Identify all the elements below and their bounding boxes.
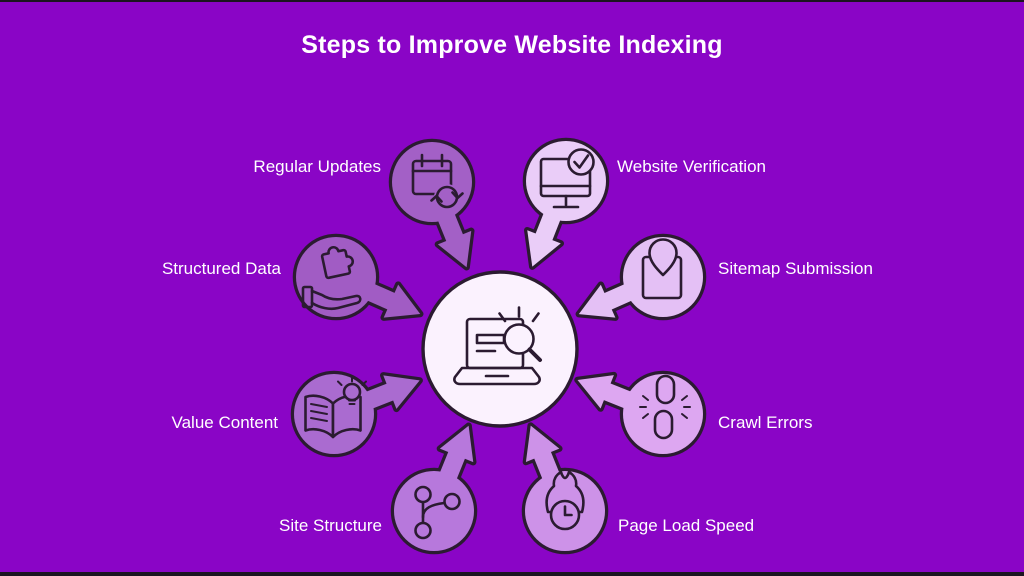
center-hub [421,270,579,428]
box-location-pin-icon [641,238,683,300]
branch-nodes-icon [414,485,461,540]
node-label-sitemap-submission: Sitemap Submission [718,259,873,278]
node-sitemap-submission [575,233,707,321]
node-page-load-speed [521,422,609,555]
node-label-crawl-errors: Crawl Errors [718,413,813,432]
broken-link-icon [639,374,691,440]
node-label-regular-updates: Regular Updates [253,157,381,176]
laptop-search-icon [453,306,542,386]
node-label-site-structure: Site Structure [279,516,382,535]
node-structured-data [292,233,424,321]
node-label-structured-data: Structured Data [161,259,281,278]
node-crawl-errors [574,370,707,458]
page-title: Steps to Improve Website Indexing [301,31,723,59]
monitor-check-icon [539,148,595,209]
node-label-page-load-speed: Page Load Speed [618,516,755,535]
open-book-bulb-icon [304,375,367,439]
hand-puzzle-icon [301,245,362,311]
calendar-refresh-icon [411,153,464,210]
top-edge-bar [0,0,1024,2]
flame-clock-icon [545,470,585,531]
node-label-value-content: Value Content [171,413,278,432]
node-site-structure [390,422,478,555]
bottom-edge-bar [0,572,1024,576]
node-label-website-verification: Website Verification [617,157,766,176]
